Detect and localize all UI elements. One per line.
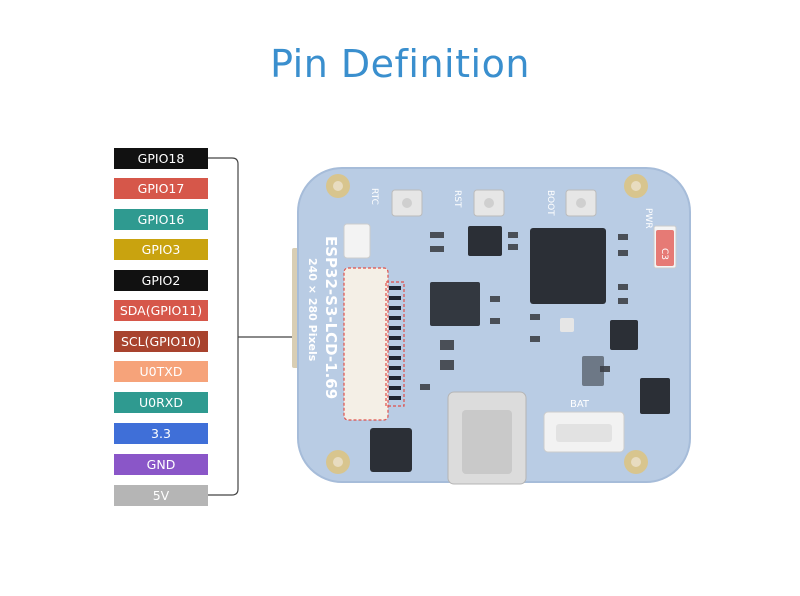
pwr-label: PWR <box>643 208 653 229</box>
pin-label-5v: 5V <box>114 485 208 506</box>
pin-label-gpio3: GPIO3 <box>114 239 208 260</box>
fpc-pin <box>389 336 401 340</box>
rtc-connector <box>343 223 371 259</box>
battery-connector-inner <box>556 424 612 442</box>
boot-label: BOOT <box>545 190 555 216</box>
rtc-label: RTC <box>369 188 379 205</box>
fpc-pin <box>389 326 401 330</box>
fpc-pin <box>389 296 401 300</box>
lcd-connector-pins <box>389 286 401 400</box>
board-resolution: 240 × 280 Pixels <box>306 258 319 362</box>
pin-label-sda: SDA(GPIO11) <box>114 300 208 321</box>
bat-label: BAT <box>570 399 590 410</box>
fpc-pin <box>389 316 401 320</box>
pin-bracket-line <box>208 157 239 496</box>
board-name: ESP32-S3-LCD-1.69 <box>322 236 340 399</box>
pin-label-gpio17: GPIO17 <box>114 178 208 199</box>
page-title: Pin Definition <box>270 42 530 86</box>
pin-label-gpio16: GPIO16 <box>114 209 208 230</box>
pin-label-gpio18: GPIO18 <box>114 148 208 169</box>
fpc-pin <box>389 346 401 350</box>
pin-label-gpio2: GPIO2 <box>114 270 208 291</box>
lcd-connector-pins-frame <box>385 281 405 407</box>
chips <box>370 225 677 472</box>
rst-label: RST <box>452 190 462 208</box>
c3-label: C3 <box>659 248 669 260</box>
fpc-pin <box>389 356 401 360</box>
top-buttons <box>391 189 597 217</box>
fpc-pin <box>389 376 401 380</box>
mounting-holes <box>326 174 648 474</box>
pin-label-scl: SCL(GPIO10) <box>114 331 208 352</box>
lcd-connector <box>343 267 389 421</box>
fpc-pin <box>389 396 401 400</box>
small-components <box>420 232 628 390</box>
logo-mark <box>582 356 604 386</box>
pin-label-gnd: GND <box>114 454 208 475</box>
usb-c-inner <box>462 410 512 474</box>
fpc-pin <box>389 306 401 310</box>
pin-label-u0txd: U0TXD <box>114 361 208 382</box>
pin-label-3v3: 3.3 <box>114 423 208 444</box>
fpc-pin <box>389 386 401 390</box>
fpc-pin <box>389 366 401 370</box>
pin-label-u0rxd: U0RXD <box>114 392 208 413</box>
fpc-pin <box>389 286 401 290</box>
